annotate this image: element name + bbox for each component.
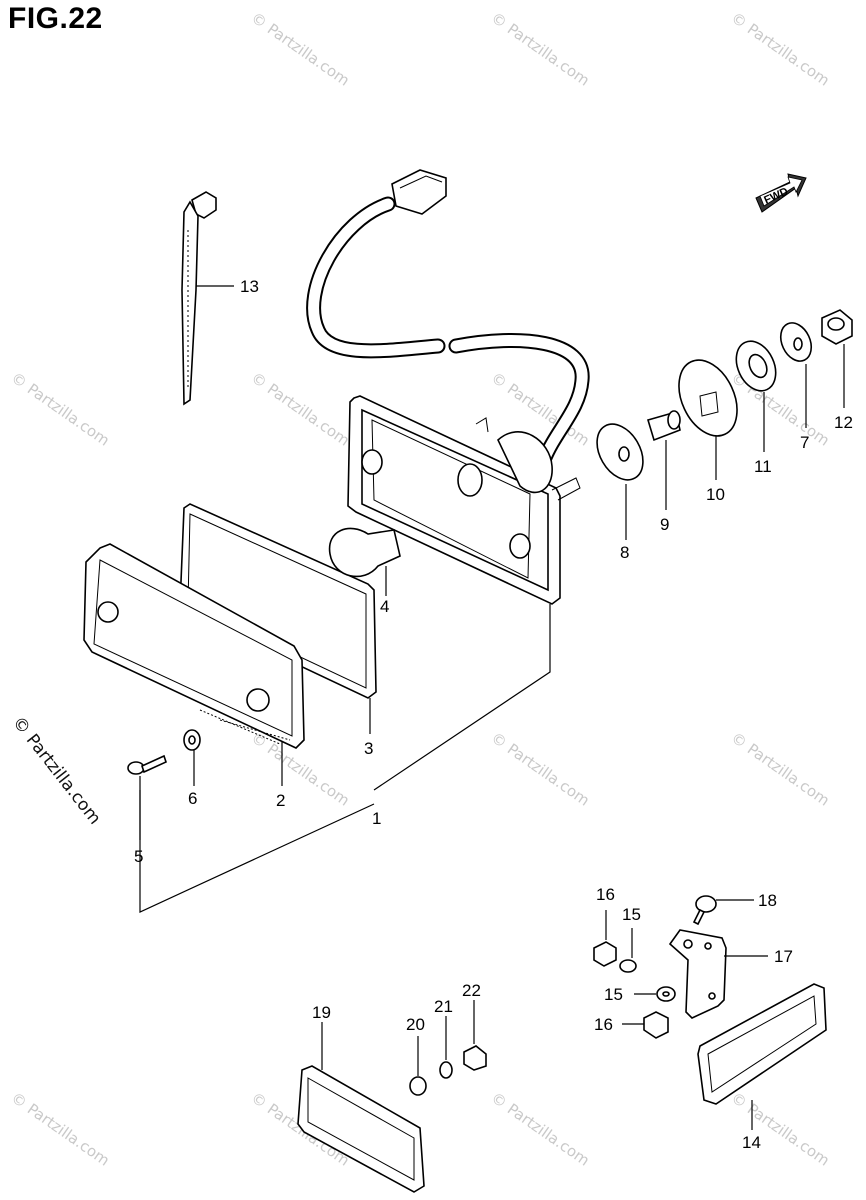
label-part-17: 17 (774, 947, 793, 966)
label-part-1: 1 (372, 809, 381, 828)
part-20-washer (409, 1076, 427, 1096)
part-21-washer (439, 1061, 453, 1079)
part-2-lens (83, 543, 305, 749)
part-17-bracket (668, 929, 727, 1019)
watermark-text: © Partzilla.com (488, 1089, 593, 1170)
part-10-bracket-disc (678, 359, 738, 437)
part-9-spacer (647, 410, 681, 442)
part-12-nut (821, 309, 853, 345)
watermark-text: © Partzilla.com (728, 9, 833, 90)
part-18-bolt (692, 895, 717, 926)
part-22-nut (463, 1045, 487, 1071)
part-16-nut-lower (643, 1011, 669, 1039)
side-watermark: © Partzilla.com (8, 713, 105, 829)
part-19-reflector (297, 1065, 425, 1193)
part-16-nut-upper (593, 941, 617, 967)
label-part-11: 11 (754, 457, 772, 476)
wire-harness (306, 169, 590, 468)
label-part-18: 18 (758, 891, 777, 910)
label-part-12: 12 (834, 413, 853, 432)
part-7-washer (779, 322, 813, 362)
label-part-6: 6 (188, 789, 197, 808)
part-5-screw (127, 754, 167, 775)
fwd-label: FWD (762, 186, 790, 207)
watermark-text: © Partzilla.com (728, 1089, 833, 1170)
part-number-labels: 1 2 3 4 5 6 7 8 9 10 11 12 13 14 15 15 1… (134, 277, 853, 1152)
label-part-8: 8 (620, 543, 629, 562)
label-part-7: 7 (800, 433, 809, 452)
label-part-14: 14 (742, 1133, 761, 1152)
watermark-text: © Partzilla.com (8, 369, 113, 450)
fwd-arrow-icon: FWD (755, 173, 807, 213)
label-part-2: 2 (276, 791, 285, 810)
label-part-10: 10 (706, 485, 725, 504)
label-part-19: 19 (312, 1003, 331, 1022)
part-4-bulb (328, 527, 401, 578)
label-part-9: 9 (660, 515, 669, 534)
label-part-4: 4 (380, 597, 389, 616)
label-part-15-upper: 15 (622, 905, 641, 924)
label-part-16-lower: 16 (594, 1015, 613, 1034)
part-6-washer (183, 729, 201, 751)
watermark-text: © Partzilla.com (8, 1089, 113, 1170)
part-1-lamp-housing (347, 395, 581, 605)
label-part-22: 22 (462, 981, 481, 1000)
part-11-rubber-ring (735, 340, 777, 392)
label-part-5: 5 (134, 847, 143, 866)
watermark-text: © Partzilla.com (488, 729, 593, 810)
part-8-washer (596, 423, 644, 481)
part-14-reflector (697, 983, 827, 1105)
label-part-15-lower: 15 (604, 985, 623, 1004)
leader-lines (139, 285, 845, 1130)
figure-title: FIG.22 (8, 2, 103, 35)
watermark-text: © Partzilla.com (728, 729, 833, 810)
label-part-20: 20 (406, 1015, 425, 1034)
label-part-3: 3 (364, 739, 373, 758)
label-part-13: 13 (240, 277, 259, 296)
label-part-16-upper: 16 (596, 885, 615, 904)
part-13-cable-tie (181, 191, 217, 406)
label-part-21: 21 (434, 997, 453, 1016)
part-15-washer-lower (656, 986, 676, 1002)
watermark-text: © Partzilla.com (248, 9, 353, 90)
watermark-text: © Partzilla.com (488, 9, 593, 90)
watermark-text: © Partzilla.com (248, 369, 353, 450)
part-15-washer-upper (619, 959, 637, 973)
